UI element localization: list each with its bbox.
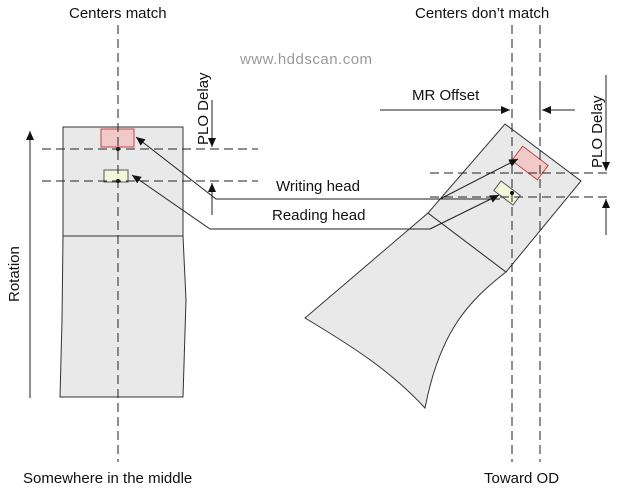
- right-slider-arm: [304, 212, 507, 410]
- rotation-label: Rotation: [6, 246, 23, 302]
- right-reader-center-dot: [510, 191, 514, 195]
- toward-od-caption: Toward OD: [484, 470, 559, 487]
- right-slider-group: [304, 123, 582, 410]
- somewhere-in-the-middle-caption: Somewhere in the middle: [23, 470, 192, 487]
- reading-head-callout: [131, 174, 430, 230]
- left-reading-head: [103, 169, 129, 183]
- left-slider-arm: [59, 235, 187, 398]
- right-plo-delay-label: PLO Delay: [589, 95, 606, 168]
- centers-dont-match-title: Centers don’t match: [415, 5, 549, 22]
- writing-head-label: Writing head: [276, 178, 360, 195]
- left-slider-group: [59, 126, 187, 398]
- right-reading-head: [493, 180, 521, 206]
- reading-head-callout-right: [429, 194, 500, 230]
- reading-head-label: Reading head: [272, 207, 365, 224]
- mr-offset-label: MR Offset: [412, 87, 480, 104]
- writing-head-callout: [135, 136, 500, 200]
- watermark: www.hddscan.com: [239, 51, 373, 68]
- writing-head-callout-right: [439, 158, 519, 200]
- centers-match-title: Centers match: [69, 5, 167, 22]
- left-plo-delay-label: PLO Delay: [195, 72, 212, 145]
